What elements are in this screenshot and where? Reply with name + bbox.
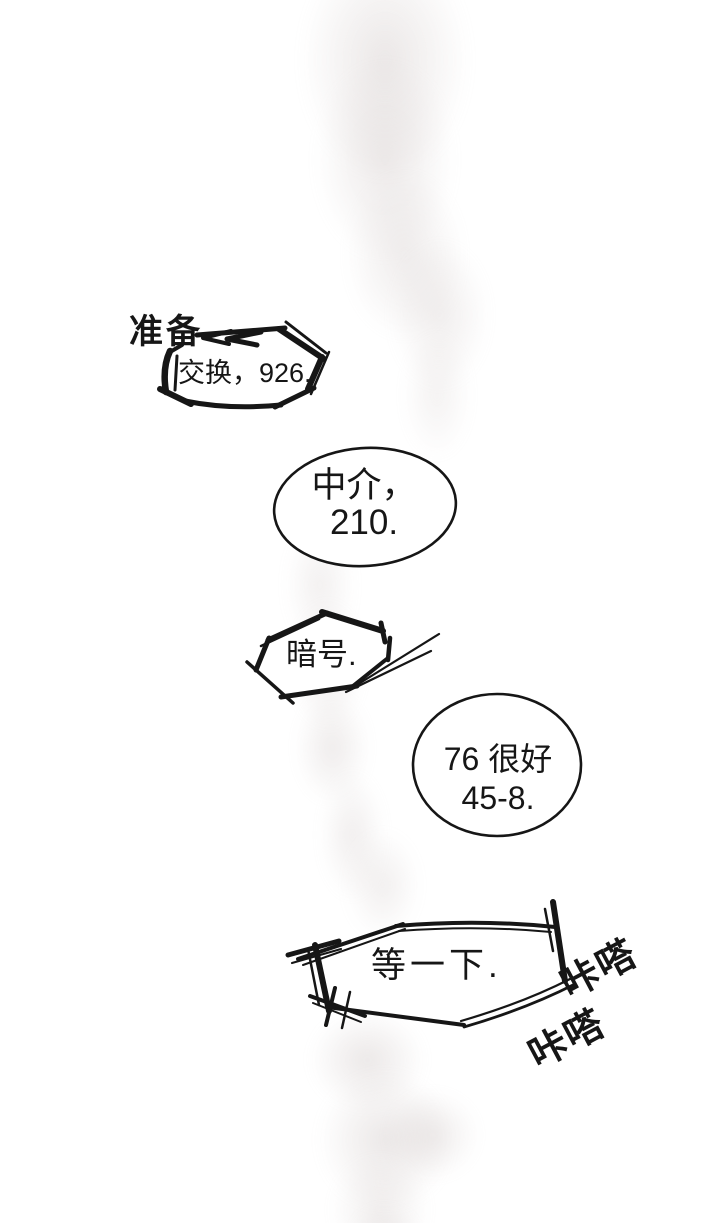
- speech-bubble-1-outline: [125, 310, 345, 418]
- smoke-wisp: [390, 240, 490, 390]
- bubble-4-text: 76 很好 45-8.: [412, 740, 584, 818]
- bubble-2-line-2: 210.: [329, 503, 399, 542]
- speech-bubble-3-outline: [243, 600, 453, 705]
- bubble-2-line-1: 中介，: [311, 466, 417, 505]
- bubble-1-text: 交换，926.: [178, 358, 312, 388]
- smoke-wisp: [345, 830, 420, 940]
- smoke-wisp: [402, 330, 472, 460]
- speech-bubble-2-outline: [270, 445, 460, 570]
- smoke-wisp: [320, 770, 385, 900]
- smoke-wisp: [318, 1070, 453, 1210]
- bubble-3-text: 暗号.: [286, 637, 357, 672]
- bubble-4-line-1: 76 很好: [443, 741, 553, 777]
- smoke-wisp: [345, 170, 465, 340]
- bubble-1-label: 准备: [129, 313, 203, 351]
- smoke-wisp: [315, 60, 455, 260]
- speech-bubble-4-outline: [410, 692, 588, 842]
- smoke-wisp: [310, 1010, 425, 1110]
- smoke-wisp: [385, 1090, 480, 1180]
- smoke-wisp: [350, 1205, 420, 1223]
- bubble-2-text: 中介， 210.: [278, 467, 450, 541]
- bubble-5-text: 等一下.: [371, 946, 502, 985]
- speech-bubble-5-outline: [283, 893, 598, 1043]
- bubble-4-line-2: 45-8.: [461, 780, 535, 816]
- smoke-wisp: [295, 690, 370, 805]
